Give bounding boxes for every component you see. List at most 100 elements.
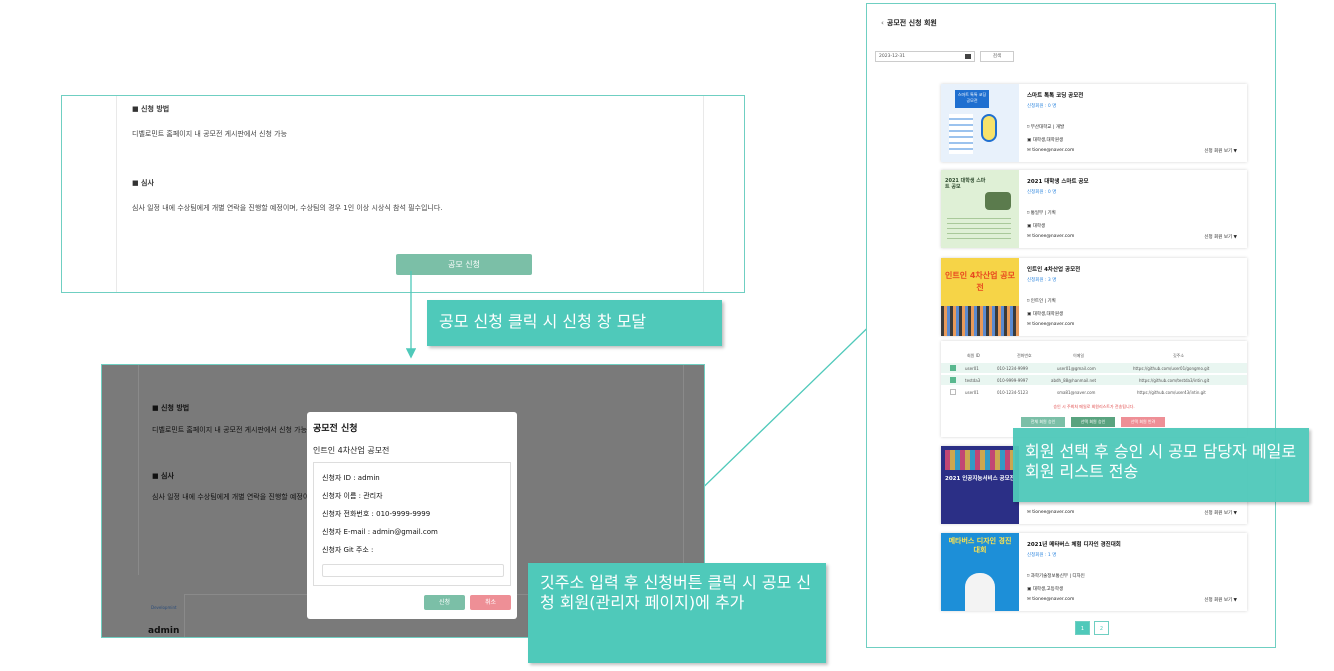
contest-email: ✉ tionee@naver.com (1027, 597, 1074, 602)
reject-selected-button[interactable]: 선택 회원 반려 (1121, 417, 1165, 427)
view-applicants-toggle[interactable]: 신청 회원 보기 ▼ (1204, 598, 1237, 603)
applicant-count: 신청회원 : 3 명 (1027, 278, 1057, 283)
member-id: user01 (965, 366, 979, 371)
mail-icon: ✉ (1027, 597, 1033, 602)
annotation-modal: 공모 신청 클릭 시 신청 창 모달 (427, 300, 722, 346)
section-heading-review: ■ 심사 (152, 472, 174, 480)
target-text: 대학생 (1032, 224, 1046, 229)
contest-organizer: ⌑ 부산대학교 | 개발 (1027, 124, 1064, 130)
apply-modal: 공모전 신청 인트인 4차산업 공모전 신청자 ID : admin 신청자 이… (307, 412, 517, 619)
bookmark-icon: ⌑ (1027, 574, 1031, 579)
poster-title: 2021 인공지능서비스 공모전 (945, 476, 1015, 482)
contest-detail-panel: ■ 신청 방법 디벨로민트 홈페이지 내 공모전 게시판에서 신청 가능 ■ 심… (61, 95, 745, 293)
approve-selected-button[interactable]: 선택 회원 승인 (1071, 417, 1115, 427)
page-2-button[interactable]: 2 (1094, 621, 1109, 635)
applicant-id: 신청자 ID : admin (322, 474, 380, 482)
email-text: tionee@naver.com (1032, 148, 1075, 153)
member-phone: 010-1234-5123 (997, 390, 1028, 395)
apply-contest-button[interactable]: 공모 신청 (396, 254, 532, 275)
poster-title: 인트인 4차산업 공모전 (944, 271, 1016, 292)
person-icon: ▣ (1027, 312, 1033, 317)
header-git: 깃주소 (1173, 353, 1185, 358)
member-email: abdh_88@hanmail.net (1051, 378, 1097, 383)
poster-title: 메타버스 디자인 경진대회 (948, 537, 1012, 554)
section-heading-apply: ■ 신청 방법 (152, 404, 190, 412)
bookmark-icon: ⌑ (1027, 211, 1031, 216)
header-email: 이메일 (1073, 353, 1085, 358)
submit-button[interactable]: 신청 (424, 595, 465, 610)
contest-target: ▣ 대학생 (1027, 223, 1045, 229)
brand-logo: Developmint (151, 605, 177, 610)
mail-icon: ✉ (1027, 234, 1033, 239)
contest-title: 2021년 메타버스 체험 디자인 경진대회 (1027, 542, 1121, 548)
poster-illustration (985, 192, 1011, 210)
target-text: 대학생,대학원생 (1032, 312, 1064, 317)
applicant-email: 신청자 E-mail : admin@gmail.com (322, 528, 438, 536)
date-input[interactable]: 2023-12-31 (875, 51, 975, 62)
mail-icon: ✉ (1027, 510, 1033, 515)
contest-email: ✉ tionee@naver.com (1027, 234, 1074, 239)
annotation-git: 깃주소 입력 후 신청버튼 클릭 시 공모 신청 회원(관리자 페이지)에 추가 (528, 563, 826, 663)
table-row[interactable]: user01 010-1234-5123 sma81@naver.com htt… (941, 387, 1247, 397)
calendar-icon[interactable] (965, 54, 971, 59)
applicant-count: 신청회원 : 0 명 (1027, 104, 1057, 109)
contest-title: 스마트 톡톡 코딩 공모전 (1027, 93, 1084, 99)
poster-lines (949, 114, 973, 154)
git-address-label: 신청자 Git 주소 : (322, 546, 374, 554)
member-phone: 010-1234-9999 (997, 366, 1028, 371)
contest-title: 2021 대학생 스마트 공모 (1027, 179, 1089, 185)
admin-applicants-panel: ‹공모전 신청 회원 2023-12-31 검색 스마트 톡톡 코딩 공모전 스… (866, 3, 1276, 648)
modal-contest-name: 인트인 4차산업 공모전 (313, 446, 390, 455)
cancel-button[interactable]: 취소 (470, 595, 511, 610)
applicant-phone: 신청자 전화번호 : 010-9999-9999 (322, 510, 431, 518)
person-icon: ▣ (1027, 224, 1033, 229)
row-checkbox[interactable] (950, 365, 956, 371)
table-row[interactable]: user01 010-1234-9999 user01@gmail.com ht… (941, 363, 1247, 373)
poster-pattern (945, 450, 1015, 470)
person-icon: ▣ (1027, 587, 1033, 592)
row-checkbox[interactable] (950, 389, 956, 395)
contest-email: ✉ tionee@naver.com (1027, 322, 1074, 327)
section-text-apply: 디벨로민트 홈페이지 내 공모전 게시판에서 신청 가능 (152, 426, 308, 434)
page-title-text: 공모전 신청 회원 (886, 19, 937, 27)
applicant-info-box: 신청자 ID : admin 신청자 이름 : 관리자 신청자 전화번호 : 0… (313, 462, 511, 586)
admin-label: admin (148, 626, 180, 636)
table-row[interactable]: testda3 010-9999-9997 abdh_88@hanmail.ne… (941, 375, 1247, 385)
view-applicants-toggle[interactable]: 신청 회원 보기 ▼ (1204, 235, 1237, 240)
section-heading-apply: ■ 신청 방법 (132, 105, 170, 113)
member-id: user01 (965, 390, 979, 395)
member-git: https://github.com/user01/gongmo.git (1133, 366, 1210, 371)
view-applicants-toggle[interactable]: 신청 회원 보기 ▼ (1204, 511, 1237, 516)
bookmark-icon: ⌑ (1027, 299, 1031, 304)
member-email: sma81@naver.com (1057, 390, 1096, 395)
member-git: https://github.com/testda3/intin.git (1139, 378, 1210, 383)
contest-poster: 스마트 톡톡 코딩 공모전 (941, 84, 1019, 162)
section-heading-review: ■ 심사 (132, 179, 154, 187)
poster-title: 스마트 톡톡 코딩 공모전 (955, 90, 989, 108)
git-address-input[interactable] (322, 564, 504, 577)
target-text: 대학생,대학원생 (1032, 138, 1064, 143)
approve-all-button[interactable]: 전체 회원 승인 (1021, 417, 1065, 427)
organizer-text: 과학기술정보통신부 | 디자인 (1030, 574, 1085, 579)
row-checkbox[interactable] (950, 377, 956, 383)
chevron-left-icon[interactable]: ‹ (881, 19, 884, 27)
email-text: tionee@naver.com (1032, 234, 1075, 239)
organizer-text: 부산대학교 | 개발 (1030, 125, 1065, 130)
contest-email: ✉ tionee@naver.com (1027, 148, 1074, 153)
mail-icon: ✉ (1027, 322, 1033, 327)
header-phone: 전화번호 (1017, 353, 1032, 358)
member-git: https://github.com/user43/intin.git (1137, 390, 1206, 395)
target-text: 대학생,고등학생 (1032, 587, 1064, 592)
organizer-text: 인트인 | 기획 (1030, 299, 1056, 304)
person-icon: ▣ (1027, 138, 1033, 143)
page-1-button[interactable]: 1 (1075, 621, 1090, 635)
poster-crowd (941, 306, 1019, 336)
contest-organizer: ⌑ 과학기술정보통신부 | 디자인 (1027, 573, 1085, 579)
mouse-icon (981, 114, 997, 142)
contest-target: ▣ 대학생,대학원생 (1027, 311, 1063, 317)
detail-content: ■ 신청 방법 디벨로민트 홈페이지 내 공모전 게시판에서 신청 가능 ■ 심… (116, 96, 704, 292)
applicant-member-table: 회원 ID 전화번호 이메일 깃주소 user01 010-1234-9999 … (941, 341, 1247, 437)
view-applicants-toggle[interactable]: 신청 회원 보기 ▼ (1204, 149, 1237, 154)
contest-poster: 메타버스 디자인 경진대회 (941, 533, 1019, 611)
search-button[interactable]: 검색 (980, 51, 1014, 62)
